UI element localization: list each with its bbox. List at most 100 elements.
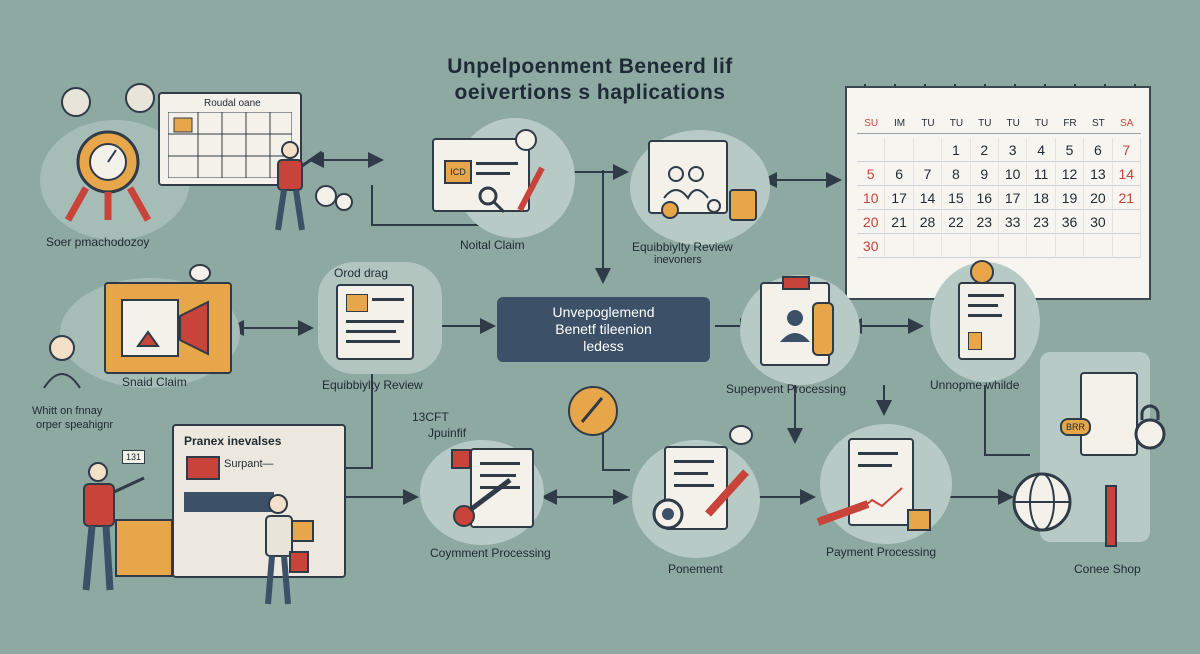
- calendar-date-cell: 20: [857, 210, 886, 234]
- text-line: [346, 340, 400, 343]
- calendar-date-cell: [913, 234, 943, 258]
- text-line: [346, 330, 396, 333]
- megaphone-icon: [121, 299, 209, 357]
- video-icon: [186, 456, 220, 480]
- calendar-day-header: TU: [1027, 118, 1056, 134]
- center-line-1: Unvepoglemend: [552, 304, 655, 320]
- calendar-date-cell: 4: [1027, 138, 1056, 162]
- text-line: [858, 464, 892, 467]
- calendar-date-cell: 21: [1112, 186, 1141, 210]
- calendar-date-cell: 20: [1084, 186, 1113, 210]
- calendar-date-cell: 7: [913, 162, 943, 186]
- ticket-label-2: Jpuinfif: [428, 426, 467, 440]
- calendar-date-cell: 28: [913, 210, 943, 234]
- calendar-date-cell: [885, 234, 914, 258]
- calendar-date-cell: 19: [1055, 186, 1085, 210]
- calendar-day-header: TU: [913, 118, 943, 134]
- ponement-label: Ponement: [668, 562, 723, 576]
- progress-bar: [184, 492, 274, 512]
- pranex-board: Pranex inevalses Surpant—: [172, 424, 346, 578]
- conee-badge: BRR: [1060, 418, 1092, 436]
- calendar-date-cell: 9: [970, 162, 999, 186]
- calendar-date-cell: 10: [998, 162, 1028, 186]
- text-line: [968, 304, 998, 307]
- payment-label: Payment Processing: [826, 545, 937, 559]
- calendar-date-cell: [1084, 234, 1113, 258]
- calendar-date-cell: 6: [1084, 138, 1113, 162]
- magnifier-pen-icon: [478, 129, 545, 214]
- calendar-date-cell: 14: [913, 186, 943, 210]
- orod-drag-label: Orod drag: [334, 266, 389, 280]
- text-line: [674, 484, 714, 487]
- center-line-2: Benetf tileenion: [555, 321, 652, 337]
- planning-board-title: Roudal oane: [204, 98, 261, 109]
- conee-shop-label: Conee Shop: [1074, 562, 1141, 576]
- tag-icon: [968, 332, 982, 350]
- calendar-day-header: TU: [942, 118, 971, 134]
- coyment-label: Coymment Processing: [430, 546, 551, 560]
- speech-bubble-icon: [189, 264, 211, 282]
- eligibility-top-label: Equibbiylty Review: [632, 240, 733, 254]
- ticket-label-1: 13CFT: [412, 410, 449, 424]
- calendar-date-cell: 33: [998, 210, 1028, 234]
- text-line: [346, 320, 404, 323]
- text-line: [968, 314, 1002, 317]
- people-icon: [663, 166, 709, 200]
- calendar-date-cell: 23: [1027, 210, 1056, 234]
- bottom-left-scene: Pranex inevalses Surpant— 131: [60, 420, 350, 620]
- text-line: [674, 460, 714, 463]
- calendar-date-cell: 36: [1055, 210, 1085, 234]
- globe-icon: [1012, 472, 1117, 547]
- pen-coin-icon: [568, 386, 618, 436]
- eligibility-mid-label: Equibbiylty Review: [322, 378, 423, 392]
- presenter-person-icon: [275, 141, 323, 231]
- calendar-day-header: FR: [1055, 118, 1085, 134]
- calendar-date-cell: 12: [1055, 162, 1085, 186]
- initial-claim-label: Noital Claim: [460, 238, 525, 252]
- calendar-date-cell: 30: [857, 234, 886, 258]
- calendar-date-cell: [998, 234, 1028, 258]
- presenter-left-icon: [82, 462, 173, 591]
- calendar-date-cell: 7: [1112, 138, 1141, 162]
- left-mid-label-1: Whitt on fnnay: [32, 405, 103, 417]
- calendar-date-cell: [970, 234, 999, 258]
- badge-131: 131: [122, 450, 146, 464]
- calendar-date-cell: [1055, 234, 1085, 258]
- calendar-day-header: IM: [885, 118, 914, 134]
- center-process-box: Unvepoglemend Benetf tileenion ledess: [497, 297, 710, 362]
- text-line: [968, 294, 1004, 297]
- clipboard-clip: [782, 276, 810, 290]
- calendar-date-cell: 14: [1112, 162, 1141, 186]
- calendar-date-cell: 21: [885, 210, 914, 234]
- pranex-board-title: Pranex inevalses: [184, 434, 282, 448]
- speech-bubble-icon: [315, 185, 353, 211]
- text-line: [480, 474, 516, 477]
- snaid-claim-card: [104, 282, 232, 374]
- calendar-date-cell: 30: [1084, 210, 1113, 234]
- conee-shop-document: [1080, 372, 1138, 456]
- calendar-date-cell: 3: [998, 138, 1028, 162]
- key-icon: [451, 449, 512, 527]
- calendar-date-cell: 8: [942, 162, 971, 186]
- title-line-2: oeivertions s haplications: [454, 81, 726, 104]
- text-line: [476, 162, 518, 165]
- eligibility-mid-card: [336, 284, 414, 360]
- gear-hammer-icon: [652, 469, 749, 530]
- calendar-date-cell: 11: [1027, 162, 1056, 186]
- title-line-1: Unpelpoenment Beneerd lif: [447, 55, 733, 78]
- pen-camera-icon: [816, 500, 931, 531]
- unnopme-document: [958, 282, 1016, 360]
- text-line: [476, 172, 510, 175]
- calendar-date-cell: 15: [942, 186, 971, 210]
- calendar-date-cell: 2: [970, 138, 999, 162]
- eligibility-top-sublabel: inevoners: [654, 254, 702, 266]
- checkbox-icon: [346, 294, 368, 312]
- calendar-day-header: ST: [1084, 118, 1113, 134]
- calendar-date-cell: 23: [970, 210, 999, 234]
- calendar-date-cell: 17: [998, 186, 1028, 210]
- calendar-day-header: SU: [857, 118, 886, 134]
- calendar-date-cell: 5: [1055, 138, 1085, 162]
- calendar-date-cell: 10: [857, 186, 886, 210]
- person-avatar-icon: [43, 335, 81, 389]
